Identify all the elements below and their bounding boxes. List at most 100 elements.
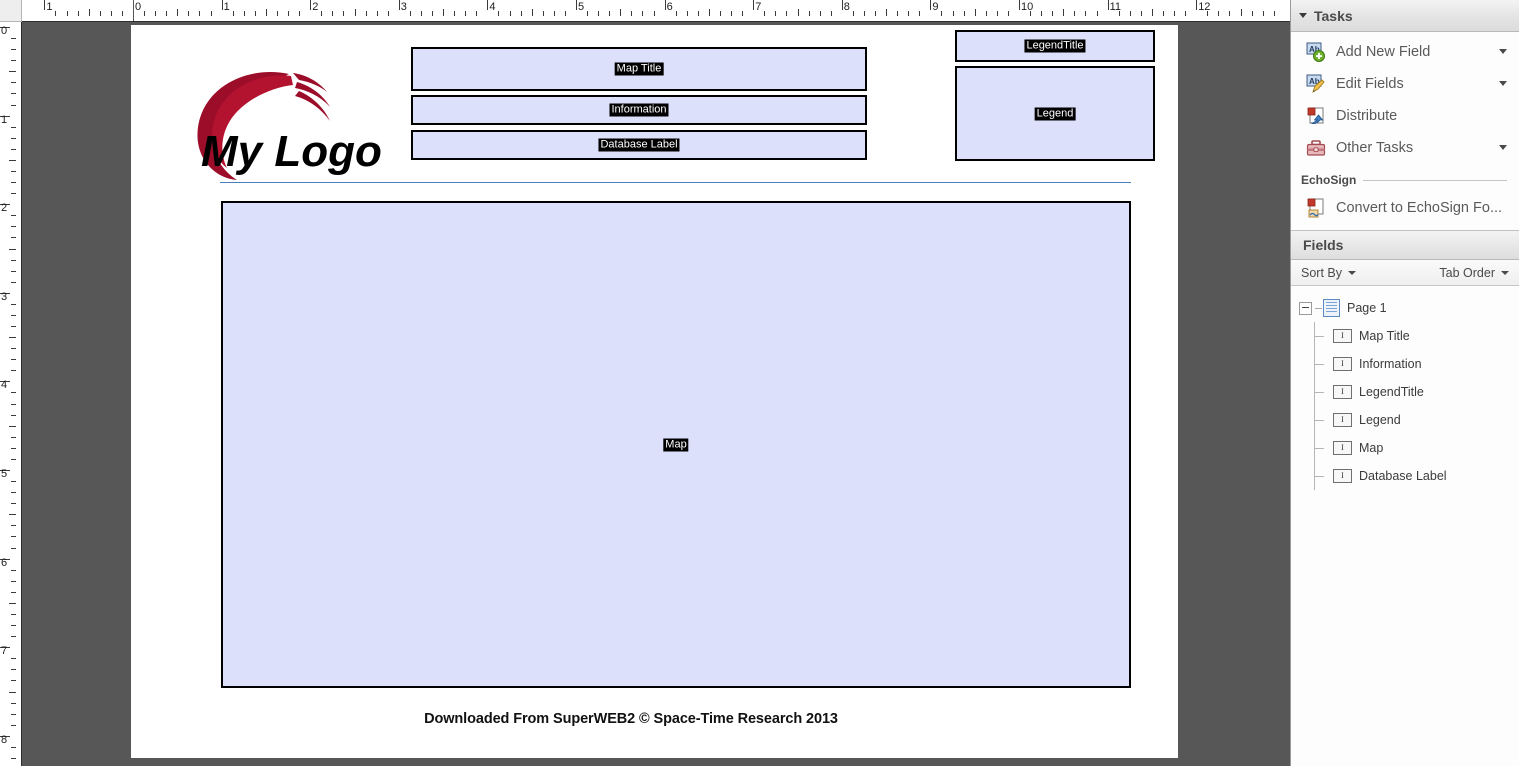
field-tag-legend-title: LegendTitle [1024, 39, 1086, 53]
field-tag-database-label: Database Label [598, 138, 680, 152]
page-footer-text: Downloaded From SuperWEB2 © Space-Time R… [424, 711, 838, 727]
tree-item-label: Legend [1359, 413, 1401, 427]
ruler-tick-minor [409, 11, 411, 16]
ruler-label: 2 [1, 202, 8, 215]
chevron-down-icon[interactable] [1499, 49, 1507, 54]
collapse-expander-icon[interactable] [1299, 301, 1312, 315]
ruler-tick-minor [1118, 11, 1120, 16]
ruler-tick-minor [1052, 11, 1054, 16]
text-field-icon: I [1333, 441, 1352, 455]
ruler-tick-minor [11, 326, 16, 328]
fields-pane-header[interactable]: Fields [1291, 230, 1519, 260]
ruler-tick-minor [77, 11, 79, 16]
tree-item-information[interactable]: I Information [1291, 350, 1519, 378]
ruler-tick-minor [1273, 11, 1275, 16]
ruler-tick-minor [1140, 11, 1142, 16]
tree-item-map[interactable]: I Map [1291, 434, 1519, 462]
ruler-tick-minor [9, 337, 16, 339]
ruler-tick [0, 735, 10, 737]
tree-connector [1314, 336, 1324, 337]
tree-node-page-1[interactable]: Page 1 [1291, 294, 1519, 322]
ruler-tick-minor [11, 348, 16, 350]
ruler-tick-minor [11, 591, 16, 593]
form-field-legend-title[interactable]: LegendTitle [955, 30, 1155, 62]
ruler-tick-minor [11, 359, 16, 361]
form-field-map[interactable]: Map [221, 201, 1131, 688]
ruler-tick [930, 0, 932, 10]
group-label: EchoSign [1301, 173, 1357, 187]
sort-by-dropdown[interactable]: Sort By [1301, 266, 1356, 280]
ruler-tick-minor [719, 11, 721, 16]
chevron-down-icon [1501, 270, 1509, 275]
text-field-icon: I [1333, 469, 1352, 483]
form-field-database-label[interactable]: Database Label [411, 130, 867, 160]
right-task-pane: Tasks Ab Add New Field [1290, 0, 1519, 766]
ruler-tick-minor [11, 370, 16, 372]
ruler-label: 7 [755, 1, 762, 13]
chevron-down-icon[interactable] [1499, 81, 1507, 86]
ruler-tick-minor [897, 11, 899, 16]
task-convert-to-echosign-form[interactable]: Convert to EchoSign Fo... [1291, 192, 1519, 224]
ruler-tick-minor [697, 11, 699, 16]
ruler-tick-minor [11, 525, 16, 527]
ruler-tick [0, 204, 10, 206]
task-other-tasks[interactable]: Other Tasks [1291, 132, 1519, 164]
task-label: Other Tasks [1336, 140, 1414, 156]
chevron-down-icon[interactable] [1499, 145, 1507, 150]
task-edit-fields[interactable]: Ab Edit Fields [1291, 68, 1519, 100]
ruler-tick-minor [775, 11, 777, 16]
ruler-tick-minor [11, 636, 16, 638]
tab-order-dropdown[interactable]: Tab Order [1439, 266, 1509, 280]
ruler-tick-minor [542, 11, 544, 16]
ruler-label: 9 [932, 1, 939, 13]
task-add-new-field[interactable]: Ab Add New Field [1291, 36, 1519, 68]
form-field-legend[interactable]: Legend [955, 66, 1155, 161]
document-canvas[interactable]: My Logo Map Title Information Database L… [22, 22, 1290, 766]
ruler-tick-minor [166, 11, 168, 16]
ruler-tick-minor [498, 11, 500, 16]
tasks-pane-header[interactable]: Tasks [1291, 0, 1519, 32]
tree-item-legend[interactable]: I Legend [1291, 406, 1519, 434]
svg-text:Ab: Ab [1309, 77, 1320, 86]
ruler-label: 3 [400, 1, 407, 13]
ruler-tick-minor [686, 11, 688, 16]
group-divider [1363, 179, 1507, 181]
task-label: Edit Fields [1336, 76, 1404, 92]
ruler-tick-minor [1218, 11, 1220, 16]
tree-item-map-title[interactable]: I Map Title [1291, 322, 1519, 350]
ruler-tick-minor [11, 403, 16, 405]
ruler-label: 8 [1, 733, 8, 746]
sort-by-label: Sort By [1301, 265, 1342, 280]
ruler-tick-minor [830, 11, 832, 16]
ruler-tick-minor [11, 702, 16, 704]
ruler-label: 12 [1198, 1, 1211, 13]
form-field-information[interactable]: Information [411, 95, 867, 125]
ruler-tick-minor [1007, 11, 1009, 16]
ruler-tick-minor [11, 724, 16, 726]
ruler-tick-minor [420, 11, 422, 16]
ruler-tick-minor [88, 9, 90, 16]
ruler-tick-minor [919, 11, 921, 16]
ruler-tick-minor [1229, 11, 1231, 16]
tree-item-database-label[interactable]: I Database Label [1291, 462, 1519, 490]
ruler-tick-minor [708, 9, 710, 16]
fields-tree: Page 1 I Map Title I Information I [1291, 286, 1519, 490]
form-field-map-title[interactable]: Map Title [411, 47, 867, 91]
tree-item-legendtitle[interactable]: I LegendTitle [1291, 378, 1519, 406]
ruler-tick-minor [642, 11, 644, 16]
task-distribute[interactable]: Distribute [1291, 100, 1519, 132]
ruler-tick-minor [9, 691, 16, 693]
ruler-origin-line [133, 0, 134, 21]
ruler-tick-minor [1085, 11, 1087, 16]
ruler-tick-minor [11, 182, 16, 184]
ruler-tick-minor [742, 11, 744, 16]
ruler-tick [1196, 0, 1198, 10]
ruler-label: 1 [1, 113, 8, 126]
distribute-icon [1305, 105, 1327, 127]
ruler-label: 1 [223, 1, 230, 13]
page-1-surface[interactable]: My Logo Map Title Information Database L… [131, 25, 1178, 758]
ruler-tick-minor [11, 625, 16, 627]
chevron-down-icon[interactable] [1299, 11, 1308, 20]
